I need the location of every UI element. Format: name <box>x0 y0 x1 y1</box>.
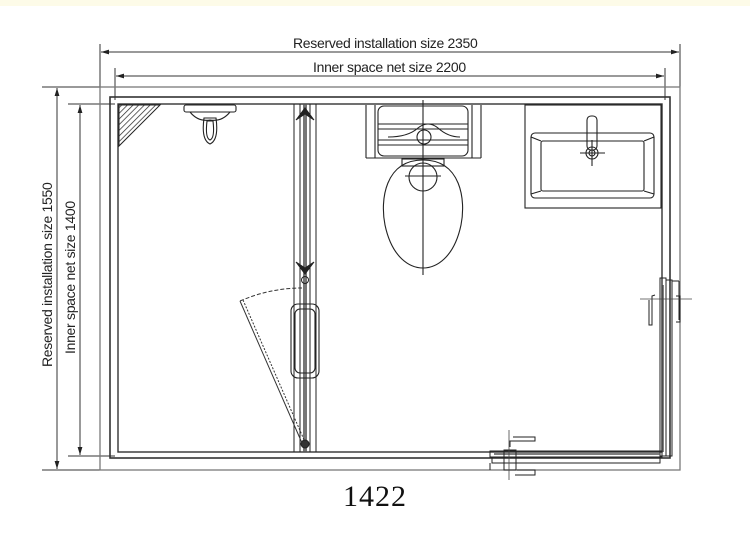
corner-door-vertical <box>640 277 692 457</box>
washbasin <box>524 104 662 209</box>
corner-shelf <box>118 104 162 148</box>
wall-frame <box>109 96 671 459</box>
label-reserved-width: Reserved installation size 2350 <box>293 35 478 51</box>
label-inner-width: Inner space net size 2200 <box>313 59 466 75</box>
dimension-top-inner <box>114 68 666 100</box>
corner-door-horizontal <box>489 430 663 480</box>
toilet <box>365 100 482 275</box>
label-inner-height: Inner space net size 1400 <box>62 201 78 354</box>
shower-door-handle <box>290 303 320 379</box>
top-band <box>0 0 750 6</box>
dimension-left-outer <box>42 86 105 471</box>
shower-partition <box>293 104 317 452</box>
label-reserved-height: Reserved installation size 1550 <box>39 182 55 367</box>
model-number: 1422 <box>343 480 407 513</box>
shower-faucet <box>183 104 237 145</box>
dimension-left-inner <box>68 103 115 457</box>
outer-frame <box>99 86 681 471</box>
shower-door-swing <box>239 287 306 444</box>
dimension-top-outer <box>99 44 681 90</box>
